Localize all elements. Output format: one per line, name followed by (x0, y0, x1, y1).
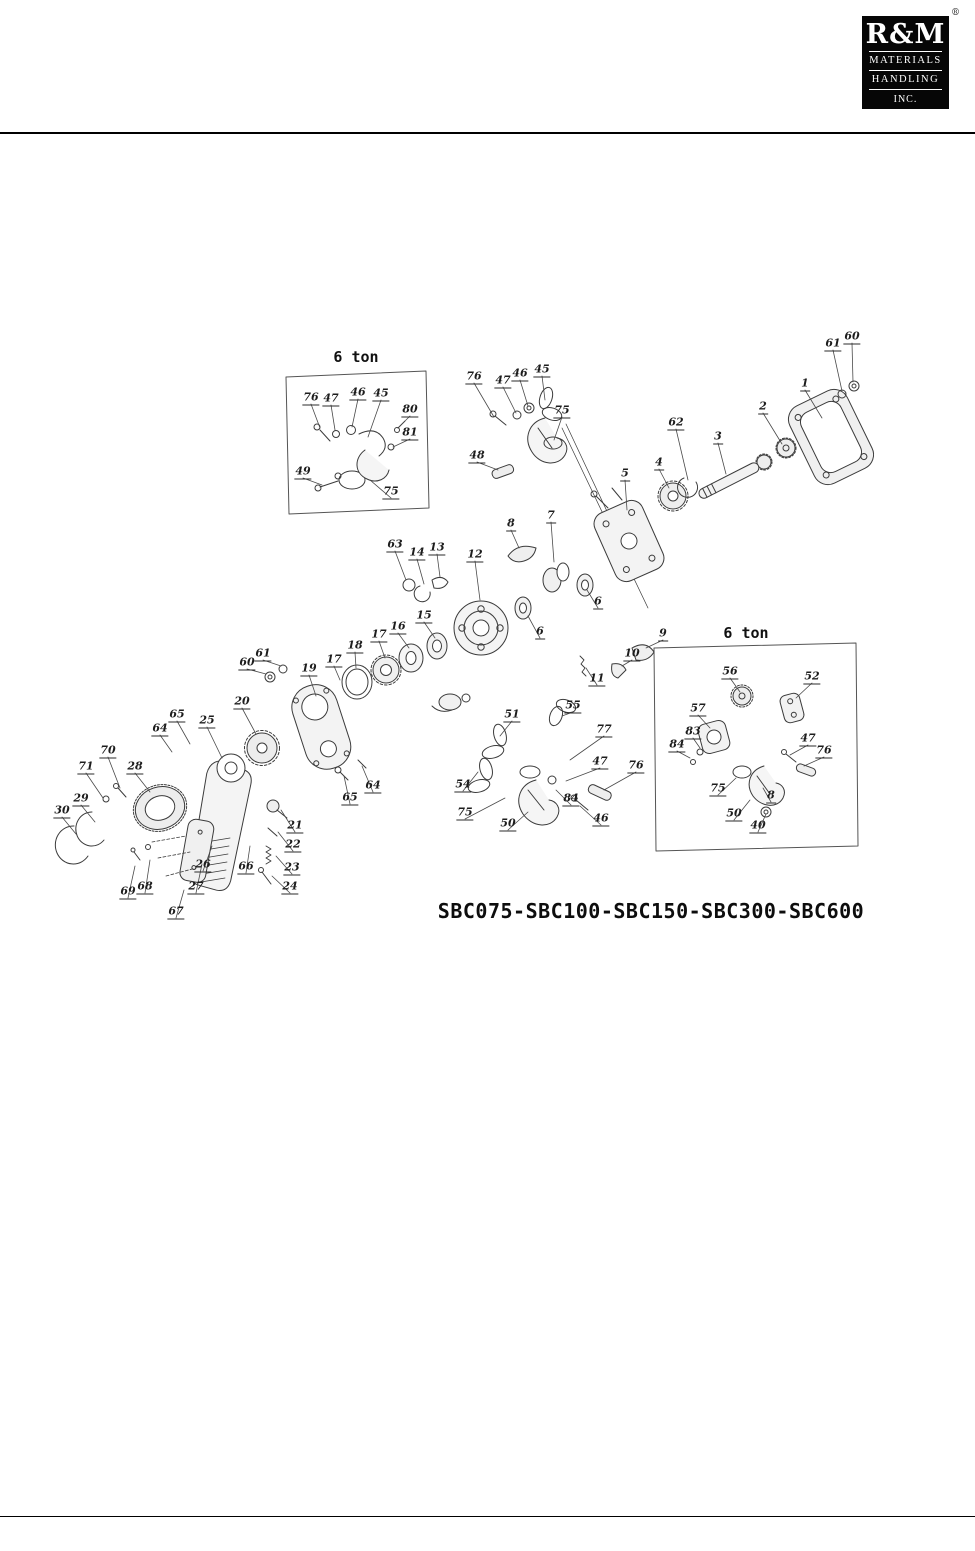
figure-caption: SBC075-SBC100-SBC150-SBC300-SBC600 (437, 899, 865, 923)
inset-right-parts (690, 684, 817, 818)
brake-parts (402, 545, 655, 712)
inset-box-left (285, 370, 430, 515)
registered-trademark: ® (951, 8, 960, 18)
top-rule (0, 132, 975, 134)
wheel-train-parts (244, 632, 448, 770)
logo-brand-text: R&M (865, 19, 946, 50)
gear-end-parts (590, 380, 875, 583)
logo-divider (869, 88, 942, 90)
top-hook-assembly (489, 386, 649, 609)
logo-divider (869, 51, 942, 53)
logo-divider (869, 69, 942, 71)
inset-label-6ton-right: 6 ton (723, 624, 769, 642)
logo-handling-text: HANDLING (871, 73, 940, 85)
bottom-rule (0, 1516, 975, 1517)
inset-label-6ton-left: 6 ton (333, 348, 379, 366)
logo-materials-text: MATERIALS (869, 55, 942, 67)
company-logo: R&M MATERIALS HANDLING INC. (862, 16, 949, 109)
leader-lines (61, 342, 854, 919)
inset-left-parts (313, 420, 406, 492)
logo-inc-text: INC. (893, 93, 918, 105)
lever-handle-parts (54, 753, 367, 892)
bottom-hook-assembly (467, 698, 612, 826)
inset-box-right (653, 642, 859, 852)
